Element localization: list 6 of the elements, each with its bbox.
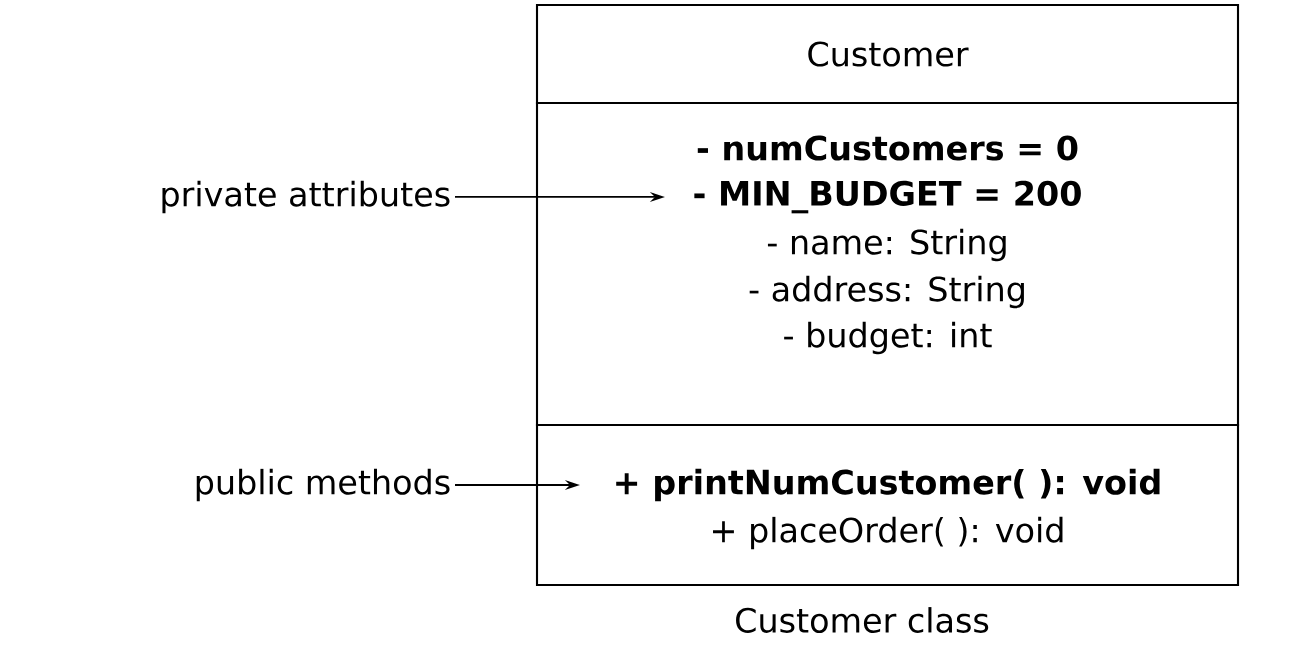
annotation-label: private attributes (162, 180, 450, 214)
attributes-compartment: - numCustomers = 0 - MIN_BUDGET = 200 - name: String - address: String - budget: int (535, 101, 1240, 427)
class-name-compartment: Customer (535, 3, 1240, 105)
annotation-label: public methods (196, 468, 450, 502)
methods-compartment: + printNumCustomer( ): void + placeOrder( ): void (535, 423, 1240, 587)
caption: Customer class (736, 607, 989, 633)
